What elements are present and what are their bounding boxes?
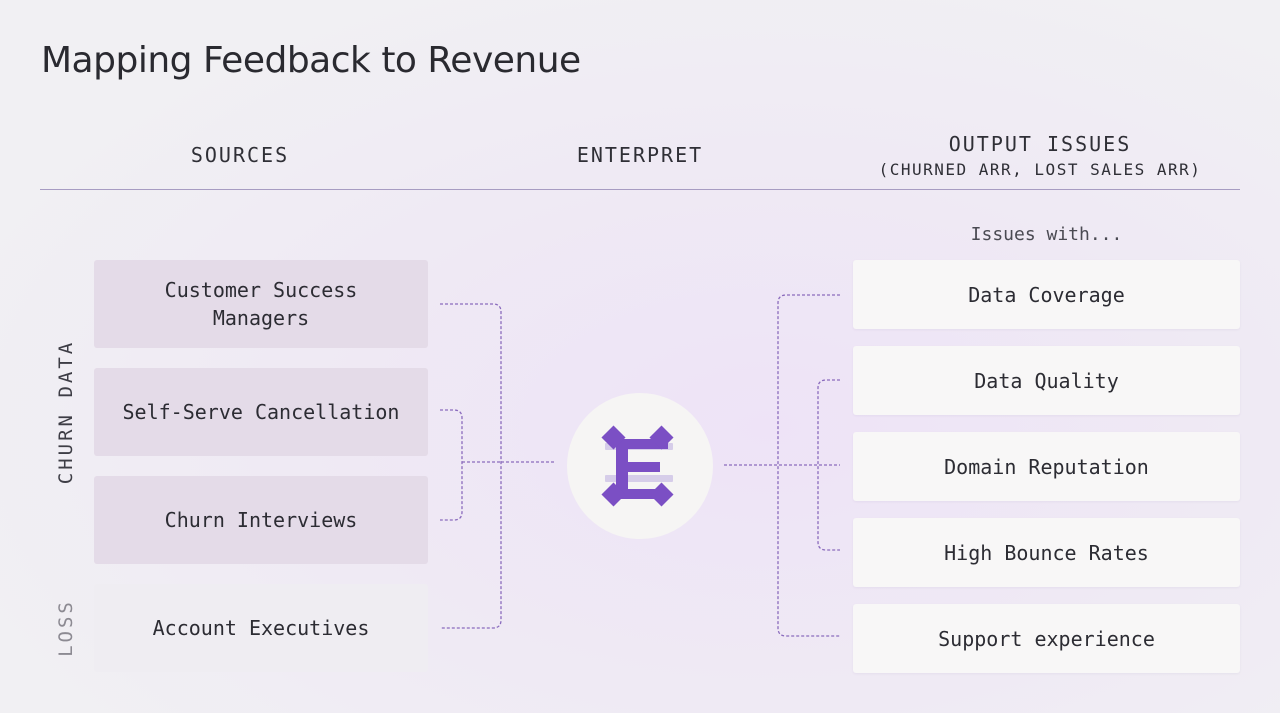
- source-churn-interviews: Churn Interviews: [94, 476, 428, 564]
- output-issues-header-label: OUTPUT ISSUES: [948, 132, 1132, 156]
- right-inner-bracket: [817, 379, 840, 551]
- output-issues-subheader: (CHURNED ARR, LOST SALES ARR): [878, 160, 1202, 179]
- source-label: Account Executives: [152, 616, 370, 640]
- output-issues-header: OUTPUT ISSUES (CHURNED ARR, LOST SALES A…: [840, 132, 1240, 179]
- output-label: Data Coverage: [968, 282, 1125, 307]
- page-title: Mapping Feedback to Revenue: [41, 40, 581, 81]
- sources-header: SOURCES: [140, 143, 340, 167]
- output-label: Data Quality: [974, 368, 1119, 393]
- source-self-serve-cancellation: Self-Serve Cancellation: [94, 368, 428, 456]
- enterpret-logo-icon: [601, 425, 674, 507]
- right-outer-bracket: [777, 294, 840, 637]
- left-outer-bracket: [440, 303, 502, 629]
- source-label: Churn Interviews: [164, 508, 358, 532]
- output-data-coverage: Data Coverage: [853, 260, 1240, 329]
- header-divider: [40, 189, 1240, 190]
- output-label: Support experience: [938, 626, 1155, 651]
- enterpret-logo: [567, 393, 713, 539]
- sources-header-label: SOURCES: [190, 143, 290, 167]
- source-label: Customer Success Managers: [164, 278, 358, 330]
- source-customer-success-managers: Customer Success Managers: [94, 260, 428, 348]
- left-inner-bracket: [440, 409, 463, 521]
- enterpret-header-label: ENTERPRET: [576, 143, 704, 167]
- output-data-quality: Data Quality: [853, 346, 1240, 415]
- enterpret-header: ENTERPRET: [540, 143, 740, 167]
- source-label: Self-Serve Cancellation: [122, 400, 400, 424]
- output-label: High Bounce Rates: [944, 540, 1149, 565]
- output-label: Domain Reputation: [944, 454, 1149, 479]
- issues-with-label: Issues with...: [970, 224, 1123, 245]
- output-domain-reputation: Domain Reputation: [853, 432, 1240, 501]
- source-account-executives: Account Executives: [94, 584, 428, 672]
- output-support-experience: Support experience: [853, 604, 1240, 673]
- output-high-bounce-rates: High Bounce Rates: [853, 518, 1240, 587]
